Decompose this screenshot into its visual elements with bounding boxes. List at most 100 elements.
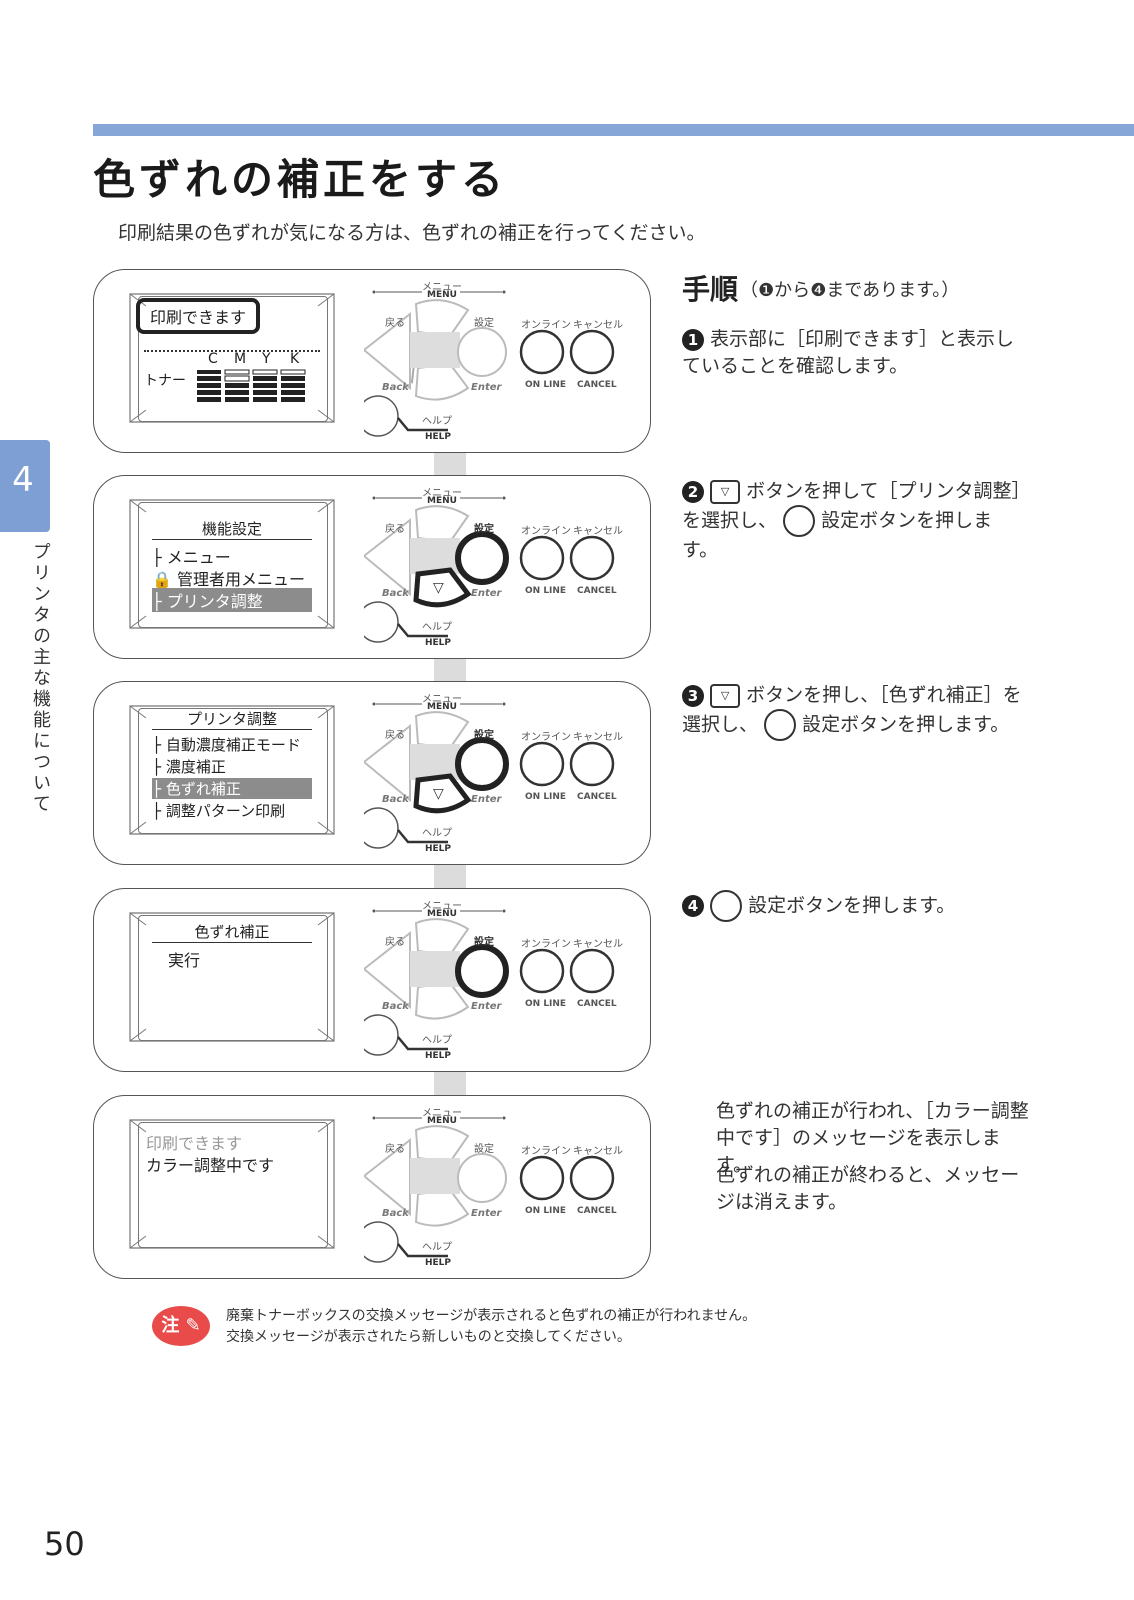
panel-connector (434, 864, 466, 888)
step-4: 4 設定ボタンを押します。 (682, 890, 1022, 922)
cancel-label-en: CANCEL (577, 586, 617, 596)
down-button-icon: ▽ (710, 683, 741, 708)
display-area: 印刷できます トナー C M Y K (122, 288, 342, 428)
toner-color-y: Y (262, 351, 271, 367)
operation-panel-step3: プリンタ調整 ├ 自動濃度補正モード ├ 濃度補正 ├ 色ずれ補正 ├ 調整パタ… (93, 681, 651, 865)
lcd-status: 印刷できます (136, 298, 261, 334)
control-buttons: ▽ メニュー MENU 戻る 設定 オンライン キャンセル Back Enter… (364, 682, 634, 872)
cancel-label: キャンセル (573, 732, 623, 743)
enter-label: 設定 (474, 730, 494, 741)
button-cluster (364, 290, 615, 437)
operation-panel-result: 印刷できます カラー調整中です メニュー MENU 戻る 設定 オンライン キャ… (93, 1095, 651, 1279)
cancel-label: キャンセル (573, 320, 623, 331)
steps-heading-sub: （❶から❹まであります。） (740, 280, 960, 301)
lcd-screen (138, 296, 328, 422)
enter-label: 設定 (474, 1144, 494, 1155)
lcd-screen (138, 915, 328, 1041)
back-label-en: Back (382, 1208, 409, 1219)
lcd-screen (138, 502, 328, 628)
step-2: 2 ▽ ボタンを押して［プリンタ調整］を選択し、 設定ボタンを押します。 (682, 478, 1022, 564)
note-text: 廃棄トナーボックスの交換メッセージが表示されると色ずれの補正が行われません。 交… (226, 1306, 756, 1348)
help-label: ヘルプ (422, 1242, 452, 1253)
menu-label: メニュー (422, 1108, 462, 1119)
enter-button-icon (783, 505, 816, 537)
lcd-heading: 機能設定 (152, 518, 312, 540)
enter-label-en: Enter (471, 588, 502, 599)
step-number: 1 (682, 328, 704, 351)
down-arrow-icon: ▽ (433, 580, 444, 596)
chapter-number: 4 (12, 460, 34, 500)
cancel-label-en: CANCEL (577, 999, 617, 1009)
cancel-label: キャンセル (573, 526, 623, 537)
note-badge: 注 ✎ (152, 1306, 210, 1346)
display-area: 機能設定 ├ メニュー 🔒 管理者用メニュー ├ プリンタ調整 (122, 494, 342, 634)
lcd-item: 実行 (168, 951, 201, 970)
page-number: 50 (44, 1525, 85, 1563)
back-label-en: Back (382, 382, 409, 393)
note-line: 廃棄トナーボックスの交換メッセージが表示されると色ずれの補正が行われません。 (226, 1308, 757, 1324)
enter-label-en: Enter (471, 1001, 502, 1012)
control-buttons: メニュー MENU 戻る 設定 オンライン キャンセル Back Enter O… (364, 889, 634, 1079)
online-label-en: ON LINE (525, 586, 567, 596)
enter-label: 設定 (474, 318, 494, 329)
online-label: オンライン (521, 732, 571, 743)
panel-connector (434, 1071, 466, 1095)
lcd-item-admin: 🔒 管理者用メニュー (152, 570, 306, 589)
online-label: オンライン (521, 320, 571, 331)
display-area: プリンタ調整 ├ 自動濃度補正モード ├ 濃度補正 ├ 色ずれ補正 ├ 調整パタ… (122, 700, 342, 840)
steps-heading: 手順 (682, 273, 739, 306)
lcd-item: ├ メニュー (152, 548, 231, 567)
step-text: 表示部に［印刷できます］と表示していることを確認します。 (682, 328, 1015, 377)
step-text: 設定ボタンを押します。 (748, 894, 956, 917)
lcd-item: ├ 自動濃度補正モード (152, 736, 301, 754)
menu-label-en: MENU (427, 909, 457, 919)
back-label-en: Back (382, 794, 409, 805)
operation-panel-step2: 機能設定 ├ メニュー 🔒 管理者用メニュー ├ プリンタ調整 ▽ メニュー M… (93, 475, 651, 659)
header-accent-bar (93, 124, 1134, 136)
menu-label-en: MENU (427, 1116, 457, 1126)
display-area: 印刷できます カラー調整中です (122, 1114, 342, 1254)
page-title: 色ずれの補正をする (93, 155, 508, 204)
enter-label: 設定 (474, 937, 494, 948)
menu-label: メニュー (422, 901, 462, 912)
toner-color-m: M (234, 351, 247, 367)
display-area: 色ずれ補正 実行 (122, 907, 342, 1047)
toner-color-c: C (208, 351, 218, 367)
help-label-en: HELP (425, 638, 452, 648)
step-text: 設定ボタンを押します。 (682, 509, 993, 562)
back-label-en: Back (382, 588, 409, 599)
help-label-en: HELP (425, 432, 452, 442)
down-button-icon: ▽ (710, 479, 741, 504)
operation-panel-step4: 色ずれ補正 実行 メニュー MENU 戻る 設定 オンライン キャンセル Bac… (93, 888, 651, 1072)
down-arrow-icon: ▽ (433, 786, 444, 802)
help-label: ヘルプ (422, 416, 452, 427)
step-number: 3 (682, 684, 704, 707)
menu-label: メニュー (422, 282, 462, 293)
menu-label: メニュー (422, 694, 462, 705)
enter-button-icon (710, 890, 743, 922)
help-label-en: HELP (425, 844, 452, 854)
button-cluster (364, 496, 615, 643)
lcd-screen (138, 1122, 328, 1248)
button-cluster (364, 702, 615, 849)
lcd-divider (144, 350, 320, 352)
button-cluster (364, 909, 615, 1056)
step-1: 1 表示部に［印刷できます］と表示していることを確認します。 (682, 326, 1022, 380)
lcd-heading: プリンタ調整 (152, 708, 312, 730)
menu-label-en: MENU (427, 702, 457, 712)
enter-label: 設定 (474, 524, 494, 535)
cancel-label-en: CANCEL (577, 380, 617, 390)
note-line: 交換メッセージが表示されたら新しいものと交換してください。 (226, 1329, 631, 1345)
step-text: ボタンを押し、［色ずれ補正］を選択し、 (682, 684, 1022, 736)
panel-connector (434, 657, 466, 681)
enter-label-en: Enter (471, 1208, 502, 1219)
lcd-item: ├ 濃度補正 (152, 758, 226, 776)
control-buttons: ▽ メニュー MENU 戻る 設定 オンライン キャンセル Back Enter… (364, 476, 634, 666)
intro-text: 印刷結果の色ずれが気になる方は、色ずれの補正を行ってください。 (118, 222, 706, 244)
step-number: 2 (682, 480, 704, 503)
back-label: 戻る (385, 937, 405, 948)
lcd-item-selected: ├ 色ずれ補正 (152, 778, 312, 799)
online-label: オンライン (521, 939, 571, 950)
control-buttons: メニュー MENU 戻る 設定 オンライン キャンセル Back Enter O… (364, 270, 634, 460)
help-label: ヘルプ (422, 828, 452, 839)
